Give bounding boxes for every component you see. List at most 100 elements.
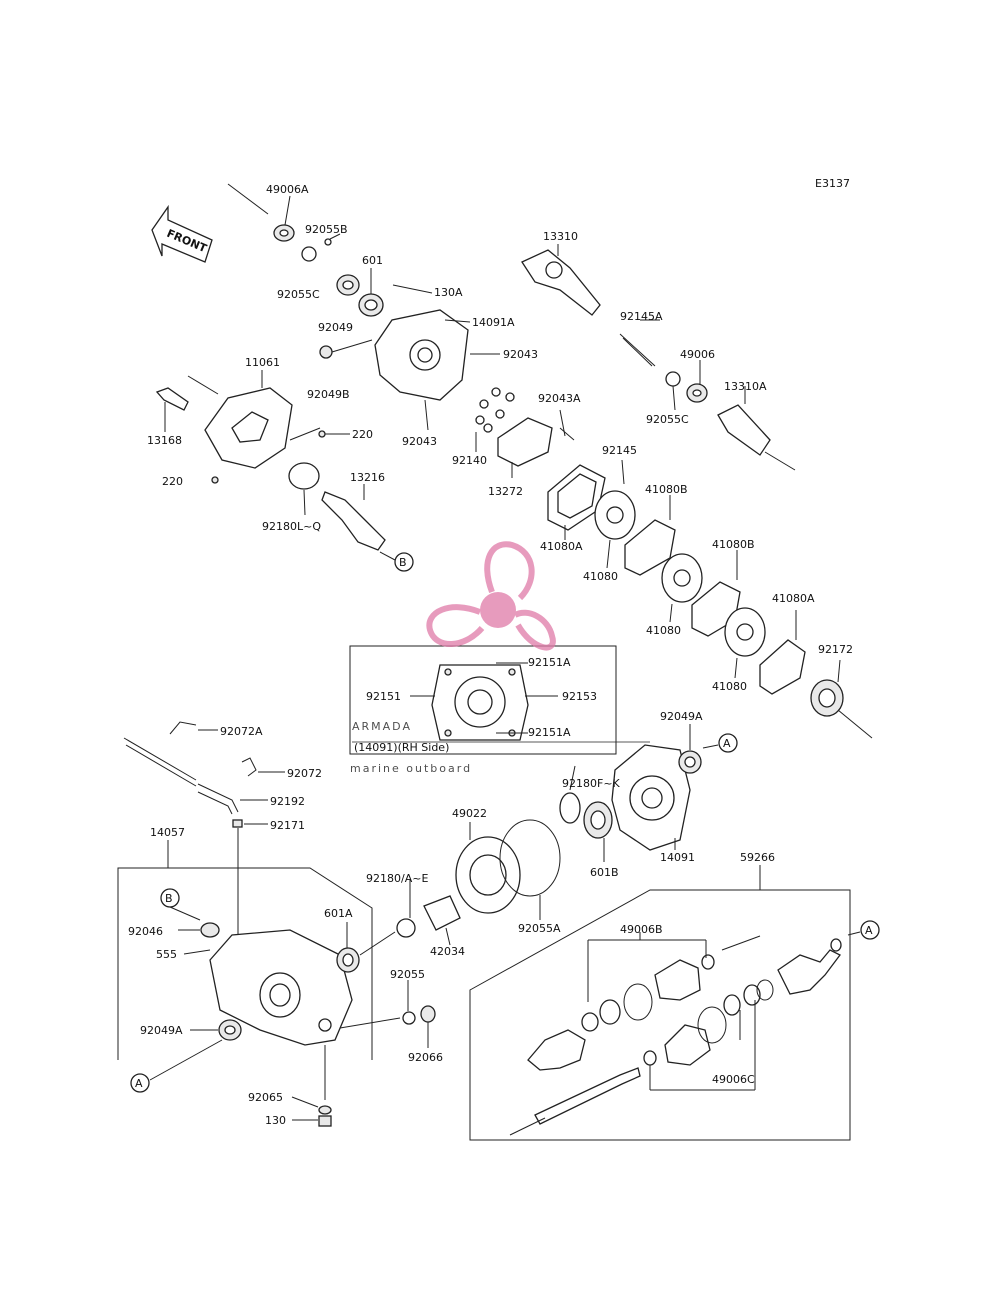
part-220-right: 220	[352, 428, 373, 441]
cv-joint-inner	[777, 949, 841, 995]
part-49006b: 49006B	[620, 923, 663, 936]
prop-blade-left	[426, 604, 485, 647]
plate-13272	[497, 417, 553, 467]
part-92055: 92055	[390, 968, 425, 981]
ref-a-right-label: A	[865, 924, 873, 937]
part-41080-3: 41080	[712, 680, 747, 693]
upper-right-group	[475, 244, 873, 739]
prop-blade-right	[513, 609, 556, 651]
part-49006c: 49006C	[712, 1073, 755, 1086]
part-14091a: 14091A	[472, 316, 515, 329]
part-92072a: 92072A	[220, 725, 263, 738]
propeller-logo	[426, 541, 556, 651]
part-92192: 92192	[270, 795, 305, 808]
part-92049a-left: 92049A	[140, 1024, 183, 1037]
part-92180a-e: 92180/A~E	[366, 872, 428, 885]
part-92049b: 92049B	[307, 388, 350, 401]
ref-a-lower	[130, 1073, 150, 1093]
part-92049a-right: 92049A	[660, 710, 703, 723]
part-14091: 14091	[660, 851, 695, 864]
drive-shaft-group: A	[469, 865, 880, 1141]
cv-joint-outer	[527, 1029, 586, 1071]
part-92055c-right: 92055C	[646, 413, 689, 426]
front-arrow-icon: FRONT	[151, 204, 213, 263]
ring-gear-group: A	[396, 724, 738, 946]
joint-13310	[521, 249, 601, 316]
part-41080b-2: 41080B	[712, 538, 755, 551]
part-11061: 11061	[245, 356, 280, 369]
part-92151a-top: 92151A	[528, 656, 571, 669]
part-labels: 49006A 92055B 92055C 601 130A 92049 1409…	[128, 183, 853, 1127]
part-13216: 13216	[350, 471, 385, 484]
part-41080b-1: 41080B	[645, 483, 688, 496]
part-41080a-2: 41080A	[772, 592, 815, 605]
part-601a: 601A	[324, 907, 353, 920]
bevel-shaft-13216	[321, 491, 386, 551]
part-92145: 92145	[602, 444, 637, 457]
part-13168: 13168	[147, 434, 182, 447]
part-555: 555	[156, 948, 177, 961]
o-ring-92055a	[499, 819, 561, 897]
watermark-subtitle: marine outboard	[350, 762, 472, 775]
part-92043-lower: 92043	[402, 435, 437, 448]
part-130a: 130A	[434, 286, 463, 299]
part-49006a: 49006A	[266, 183, 309, 196]
part-220-left: 220	[162, 475, 183, 488]
part-92046: 92046	[128, 925, 163, 938]
part-41080-1: 41080	[583, 570, 618, 583]
watermark-title: ARMADA	[352, 720, 412, 733]
part-92171: 92171	[270, 819, 305, 832]
part-130: 130	[265, 1114, 286, 1127]
part-92151a-bottom: 92151A	[528, 726, 571, 739]
part-13310a: 13310A	[724, 380, 767, 393]
ref-b-upper-label: B	[399, 556, 407, 569]
part-601b: 601B	[590, 866, 619, 879]
part-49006: 49006	[680, 348, 715, 361]
part-601: 601	[362, 254, 383, 267]
part-92049: 92049	[318, 321, 353, 334]
part-92055b: 92055B	[305, 223, 348, 236]
inset-caption: (14091)(RH Side)	[354, 741, 449, 754]
upper-left-group: B	[155, 183, 500, 572]
boot-outer	[654, 959, 701, 1001]
part-92065: 92065	[248, 1091, 283, 1104]
part-92172: 92172	[818, 643, 853, 656]
diagram-code: E3137	[815, 177, 850, 190]
part-92180f-k: 92180F~K	[562, 777, 621, 790]
part-92055a: 92055A	[518, 922, 561, 935]
part-59266: 59266	[740, 851, 775, 864]
lower-left-case-group: B A	[117, 840, 436, 1127]
part-92151: 92151	[366, 690, 401, 703]
ref-a-right	[860, 920, 880, 940]
ref-a-lower-label: A	[135, 1077, 143, 1090]
part-92072: 92072	[287, 767, 322, 780]
part-13272: 13272	[488, 485, 523, 498]
boot-inner	[664, 1024, 711, 1066]
part-41080-2: 41080	[646, 624, 681, 637]
part-92140: 92140	[452, 454, 487, 467]
prop-hub	[480, 592, 516, 628]
prop-blade-top	[484, 541, 535, 601]
armada-watermark: ARMADA marine outboard	[350, 541, 650, 775]
ref-a-upper-label: A	[723, 737, 731, 750]
part-42034: 42034	[430, 945, 465, 958]
part-14057: 14057	[150, 826, 185, 839]
ref-b-upper	[394, 552, 414, 572]
part-92153: 92153	[562, 690, 597, 703]
shaft-13168	[155, 387, 189, 411]
breather-group	[123, 721, 285, 940]
part-49022: 49022	[452, 807, 487, 820]
part-92043a: 92043A	[538, 392, 581, 405]
ref-b-lower-label: B	[165, 892, 173, 905]
ref-a-upper	[718, 733, 738, 753]
part-92180l-q: 92180L~Q	[262, 520, 321, 533]
inset-rh-side: (14091)(RH Side)	[349, 645, 617, 755]
pinion-42034	[423, 895, 461, 931]
part-92055c: 92055C	[277, 288, 320, 301]
part-92145a: 92145A	[620, 310, 663, 323]
part-41080a-1: 41080A	[540, 540, 583, 553]
part-13310: 13310	[543, 230, 578, 243]
joint-13310a	[717, 404, 771, 456]
part-92043-upper: 92043	[503, 348, 538, 361]
